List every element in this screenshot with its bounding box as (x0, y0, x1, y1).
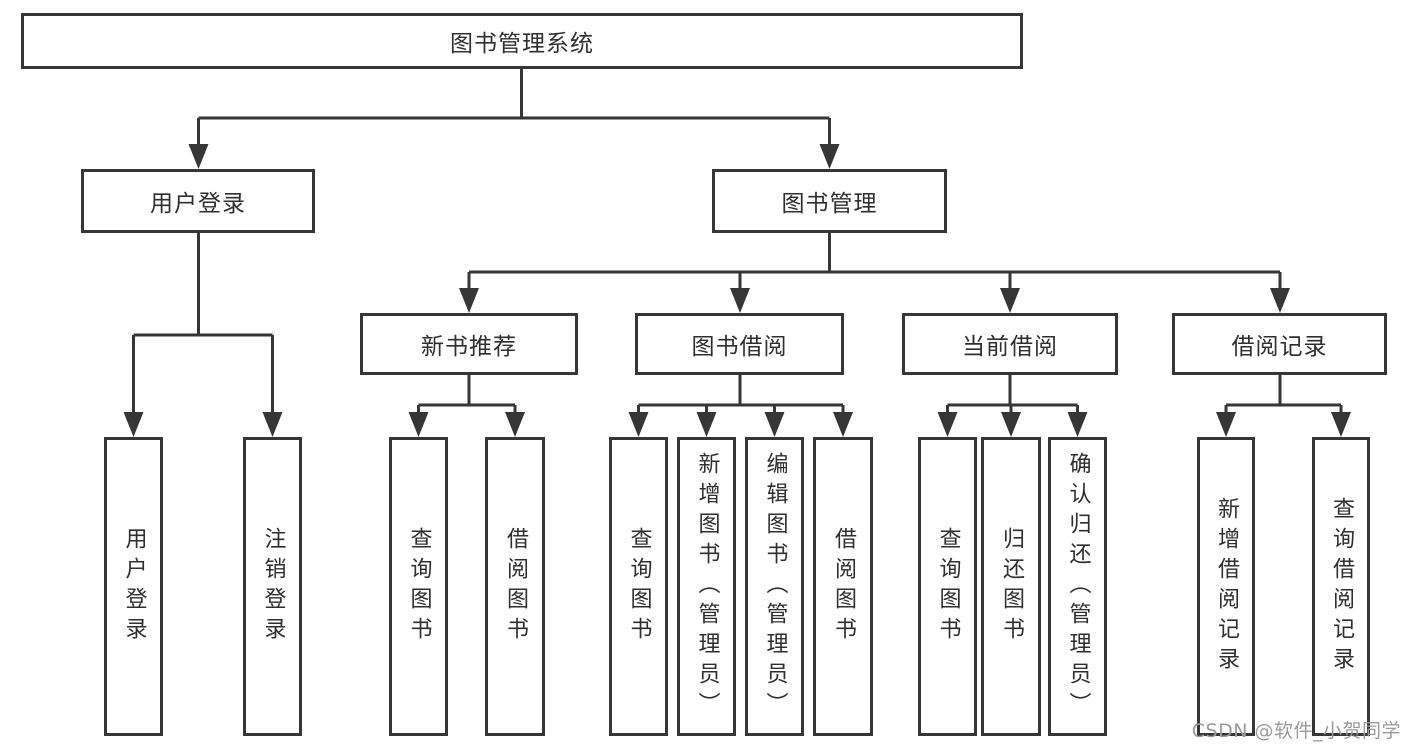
leaf-edit-books-admin: 编辑图书（管理员） (745, 437, 804, 736)
node-label: 图书管理 (781, 191, 878, 217)
node-label: 借阅记录 (1231, 334, 1328, 360)
leaf-query-books-current: 查询图书 (918, 437, 977, 736)
leaf-user-login: 用户登录 (104, 437, 163, 736)
leaf-label: 注销登录 (260, 526, 286, 647)
node-current-borrow: 当前借阅 (902, 313, 1118, 375)
node-label: 图书借阅 (691, 334, 788, 360)
leaf-label: 编辑图书（管理员） (762, 451, 788, 722)
leaf-label: 新增图书（管理员） (694, 451, 720, 722)
csdn-watermark: CSDN @软件_小贺同学 (1191, 720, 1401, 742)
leaf-query-books-borrow: 查询图书 (609, 437, 668, 736)
leaf-query-books-recommend: 查询图书 (389, 437, 448, 736)
leaf-label: 用户登录 (121, 526, 147, 647)
leaf-logout: 注销登录 (243, 437, 302, 736)
node-book-management: 图书管理 (712, 169, 947, 233)
leaf-label: 查询图书 (626, 526, 652, 647)
node-label: 当前借阅 (962, 334, 1058, 360)
leaf-query-borrow-record: 查询借阅记录 (1312, 437, 1370, 736)
node-label: 新书推荐 (421, 334, 517, 360)
leaf-add-borrow-record: 新增借阅记录 (1197, 437, 1255, 736)
leaf-label: 借阅图书 (831, 526, 856, 647)
leaf-borrow-books: 借阅图书 (813, 437, 873, 736)
node-new-book-recommend: 新书推荐 (360, 313, 578, 375)
leaf-label: 确认归还（管理员） (1065, 451, 1091, 722)
node-user-login: 用户登录 (81, 169, 315, 233)
leaf-label: 查询图书 (935, 526, 961, 647)
node-label: 用户登录 (150, 191, 246, 217)
leaf-label: 归还图书 (999, 526, 1024, 647)
leaf-label: 查询借阅记录 (1329, 496, 1354, 677)
leaf-confirm-return-admin: 确认归还（管理员） (1048, 437, 1107, 736)
node-borrow-records: 借阅记录 (1172, 313, 1387, 375)
leaf-label: 借阅图书 (503, 526, 528, 647)
node-system-root: 图书管理系统 (21, 13, 1023, 69)
leaf-return-books: 归还图书 (981, 437, 1041, 736)
leaf-label: 查询图书 (406, 526, 432, 647)
node-book-borrow: 图书借阅 (635, 313, 844, 375)
leaf-label: 新增借阅记录 (1214, 496, 1239, 677)
leaf-borrow-books-recommend: 借阅图书 (485, 437, 545, 736)
leaf-add-books-admin: 新增图书（管理员） (677, 437, 736, 736)
node-label: 图书管理系统 (450, 31, 594, 57)
